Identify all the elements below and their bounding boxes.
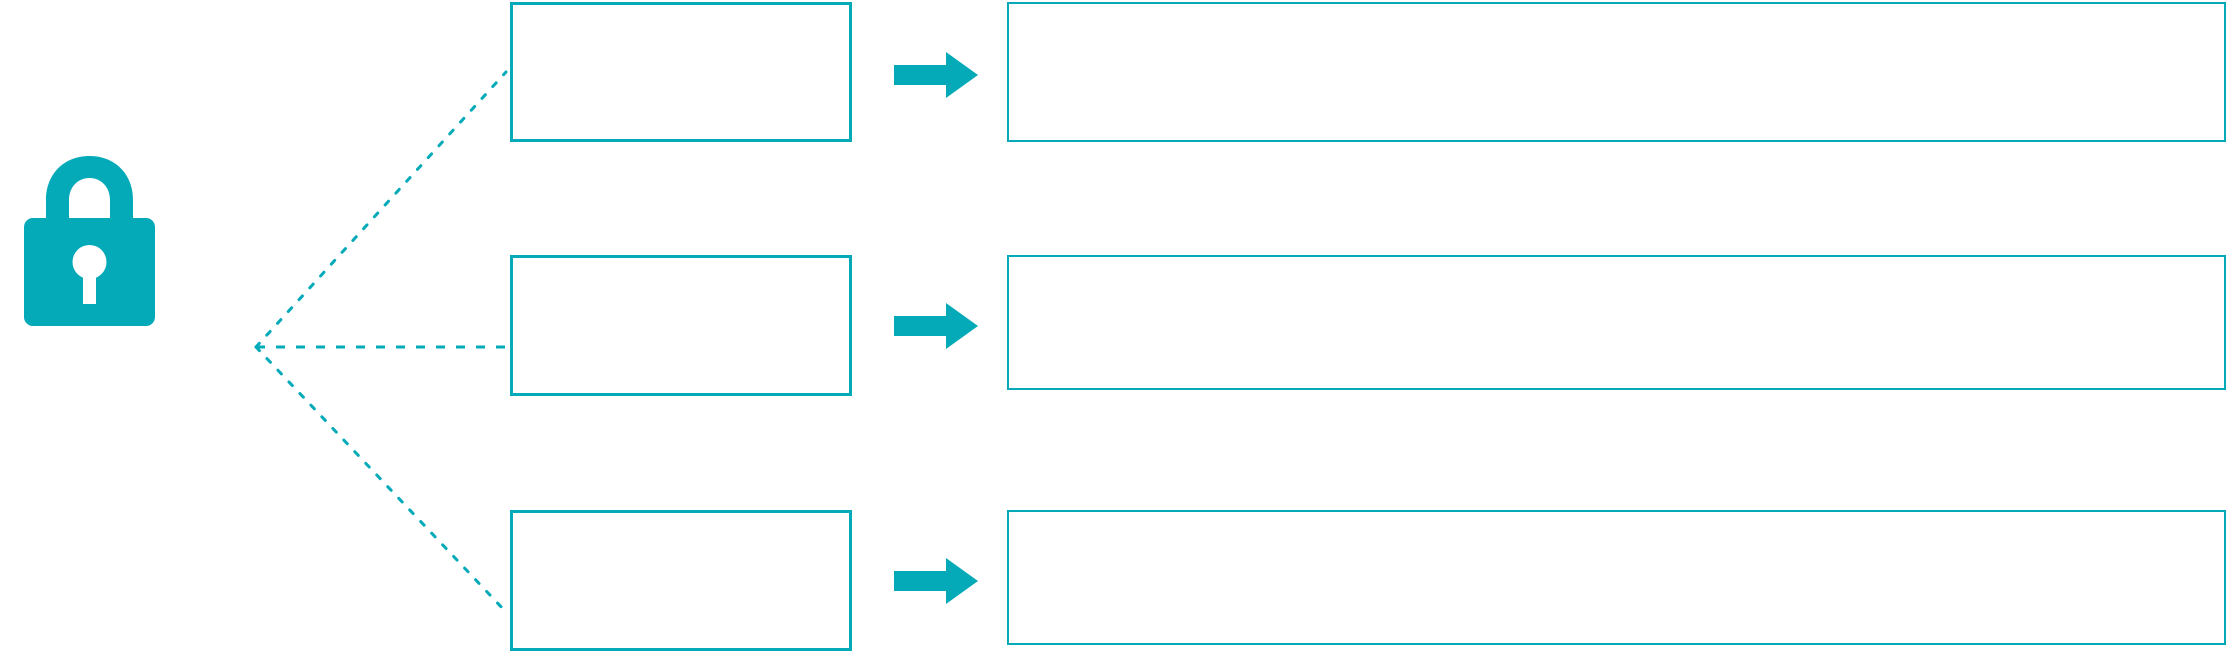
- arrow-right-icon-3: [894, 558, 978, 604]
- flow-row-2: [0, 0, 2229, 396]
- cause-box-1[interactable]: [510, 2, 852, 142]
- effect-box-2[interactable]: [1007, 255, 2226, 390]
- effect-box-3[interactable]: [1007, 510, 2226, 645]
- flow-row-1: [0, 0, 2229, 220]
- lock-icon: [22, 150, 157, 330]
- arrow-right-icon-2: [894, 303, 978, 349]
- connector-line-bottom: [254, 345, 508, 614]
- arrow-right-icon-1: [894, 52, 978, 98]
- effect-box-1[interactable]: [1007, 2, 2226, 142]
- cause-box-2[interactable]: [510, 255, 852, 396]
- cause-box-3[interactable]: [510, 510, 852, 651]
